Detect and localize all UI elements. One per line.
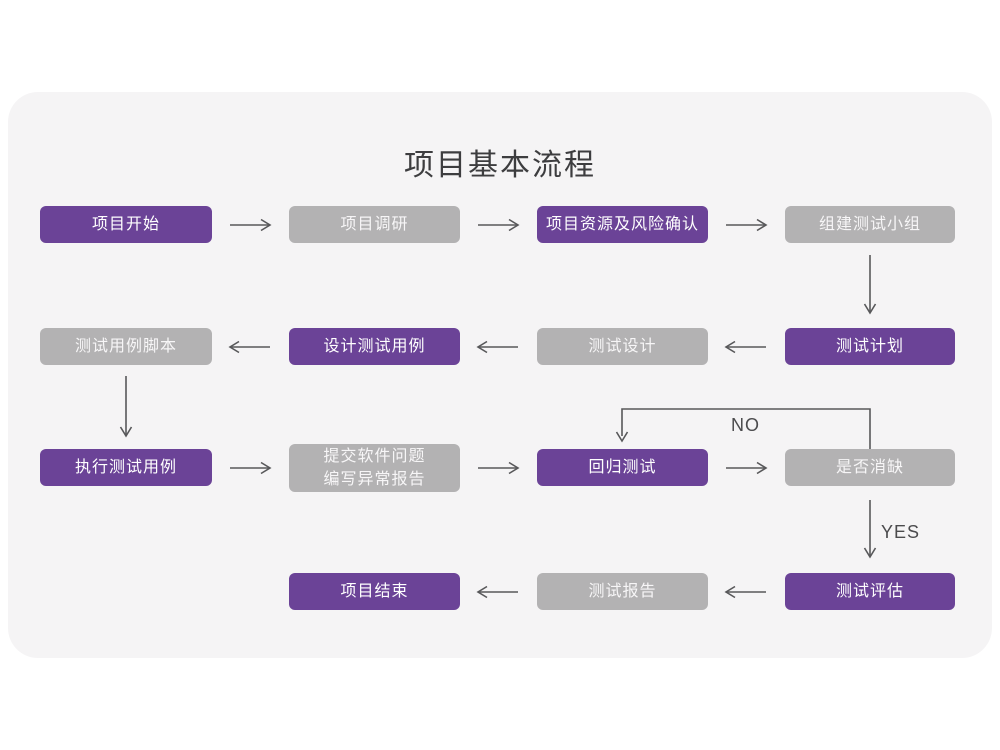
node-resource-risk-confirm: 项目资源及风险确认	[537, 206, 708, 243]
node-test-case-script: 测试用例脚本	[40, 328, 212, 365]
diagram-title: 项目基本流程	[404, 149, 596, 182]
node-submit-issue-report: 提交软件问题 编写异常报告	[289, 444, 460, 492]
node-project-start: 项目开始	[40, 206, 212, 243]
node-test-design: 测试设计	[537, 328, 708, 365]
edge-label-yes: YES	[881, 522, 921, 542]
node-execute-test-cases: 执行测试用例	[40, 449, 212, 486]
node-test-report: 测试报告	[537, 573, 708, 610]
node-project-end: 项目结束	[289, 573, 460, 610]
node-project-research: 项目调研	[289, 206, 460, 243]
edge-label-no: NO	[731, 415, 760, 435]
node-test-evaluation: 测试评估	[785, 573, 955, 610]
flowchart-card-background	[8, 92, 992, 658]
node-design-test-cases: 设计测试用例	[289, 328, 460, 365]
node-build-test-team: 组建测试小组	[785, 206, 955, 243]
node-test-plan: 测试计划	[785, 328, 955, 365]
node-defect-resolved: 是否消缺	[785, 449, 955, 486]
node-regression-test: 回归测试	[537, 449, 708, 486]
